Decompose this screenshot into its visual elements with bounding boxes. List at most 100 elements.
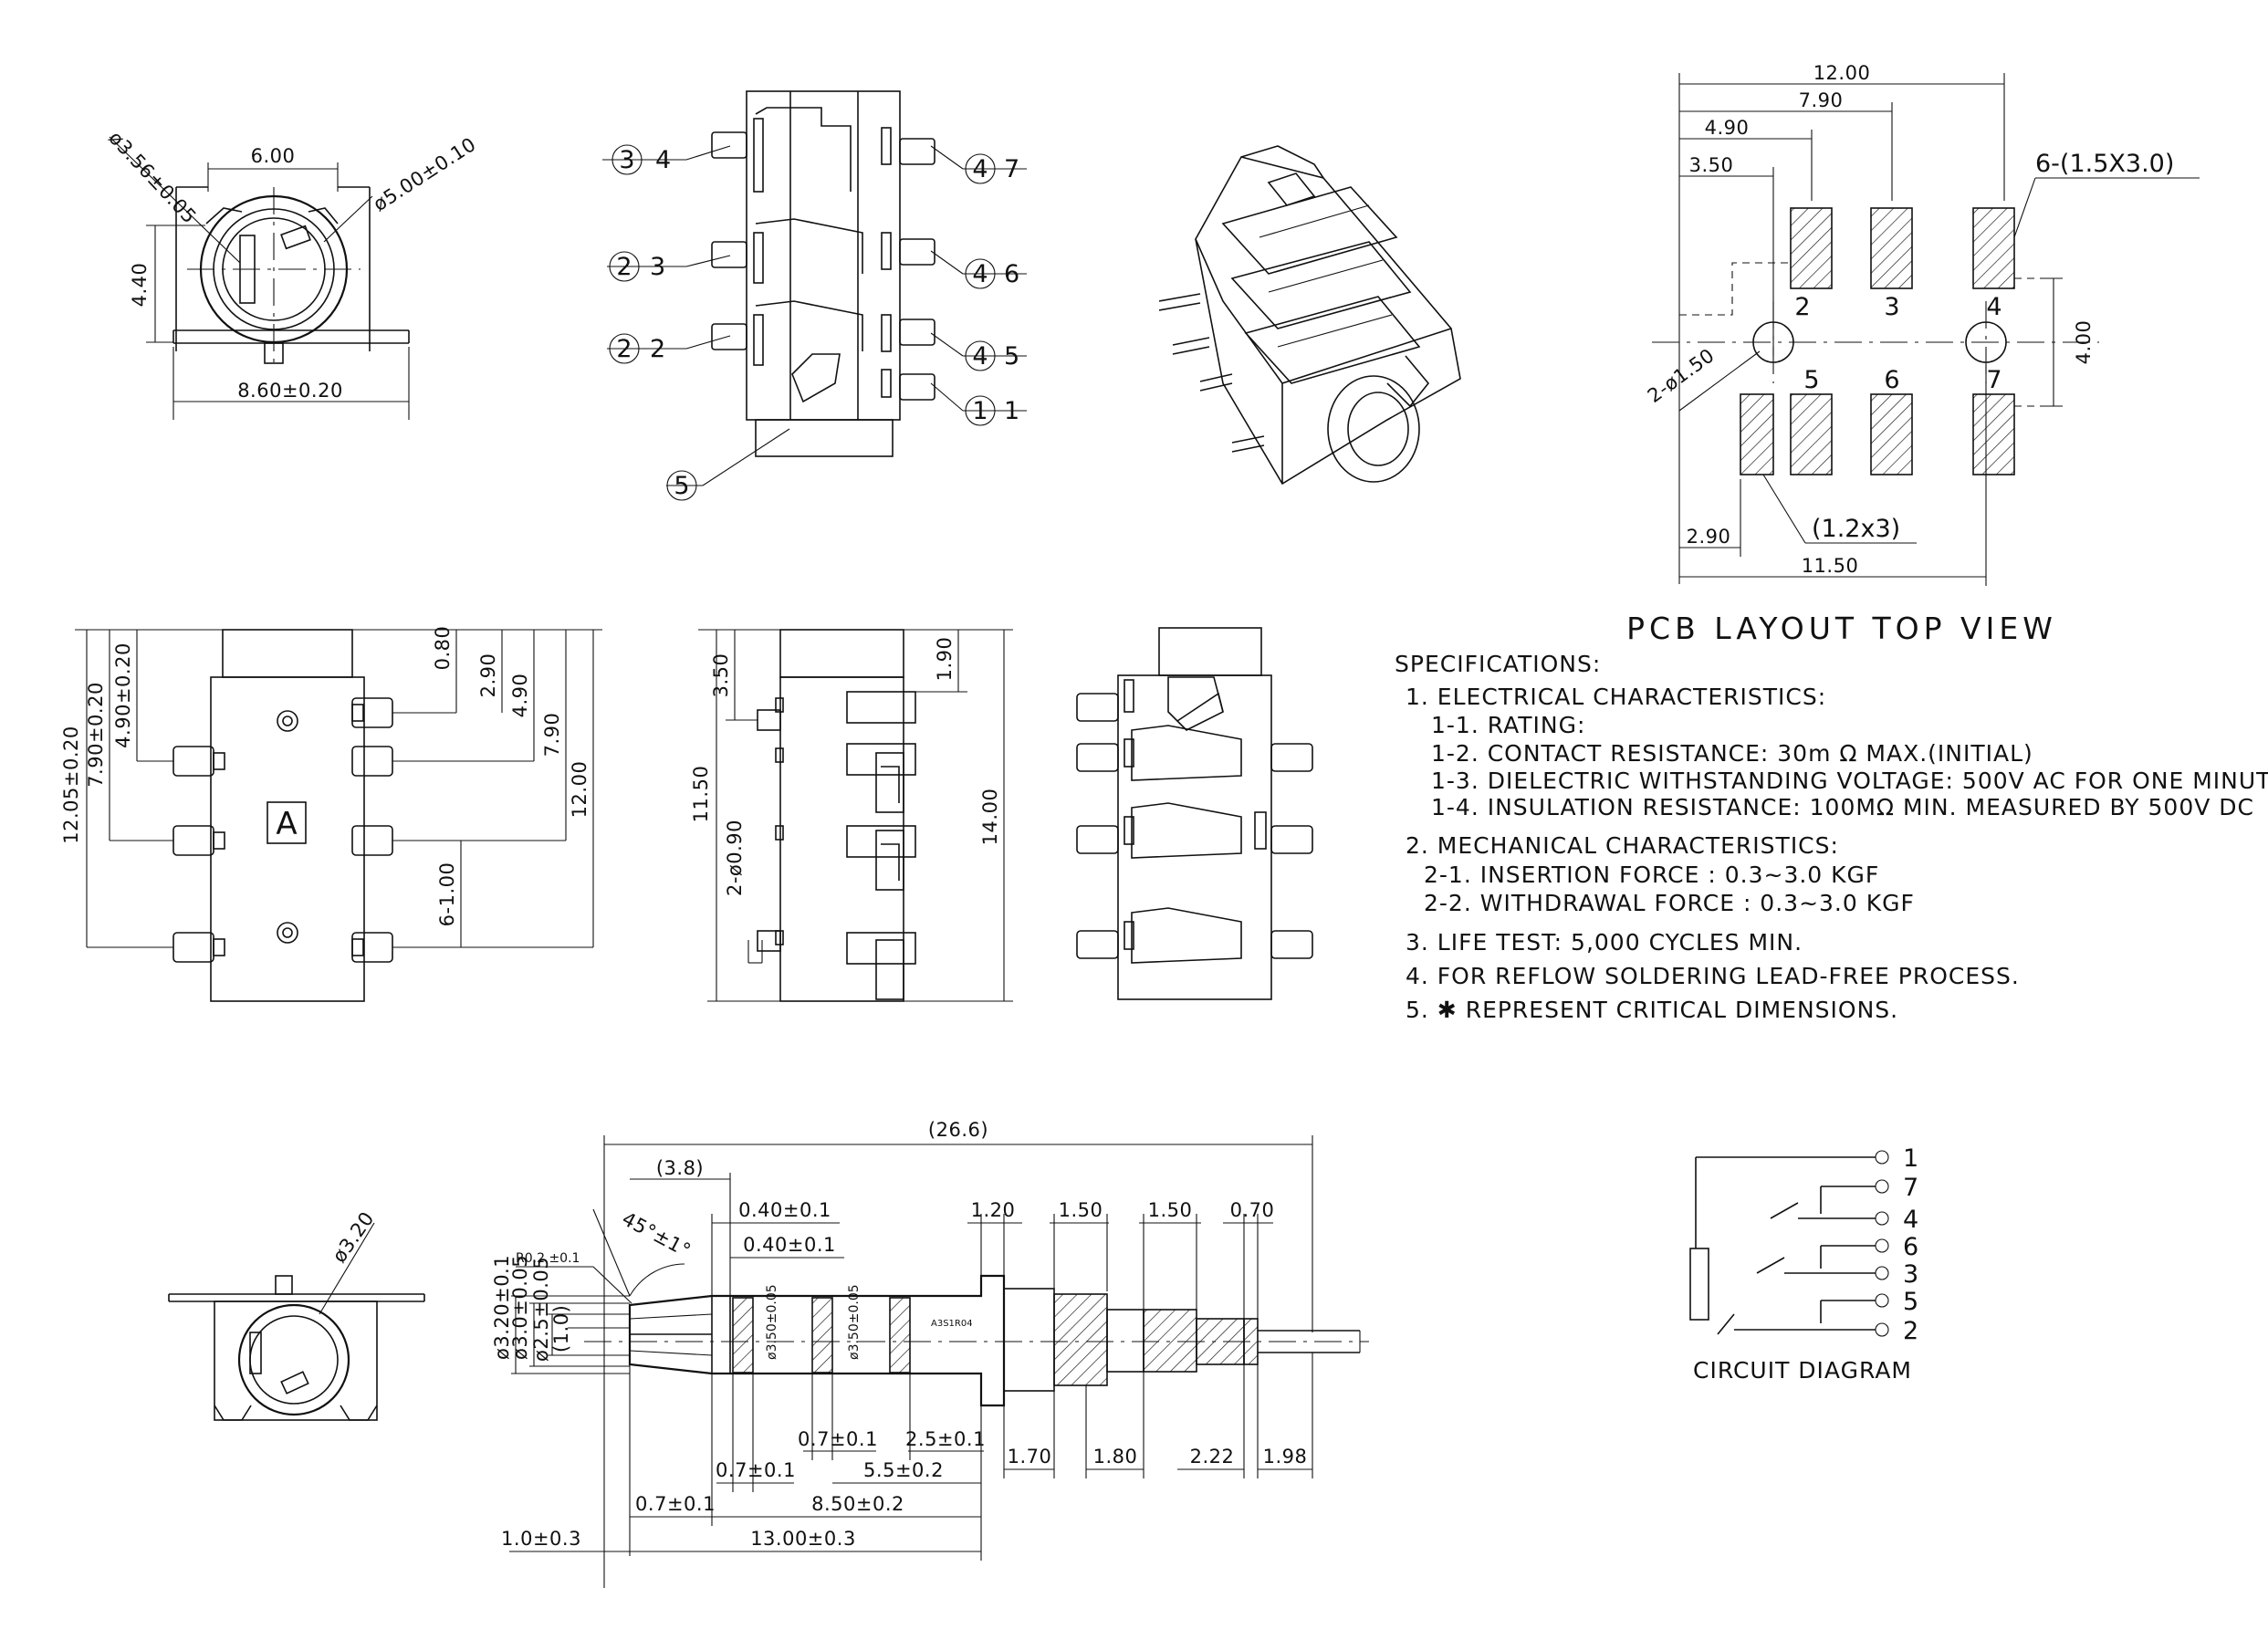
spec-line: 2-2. WITHDRAWAL FORCE : 0.3~3.0 KGF xyxy=(1424,890,1915,916)
mid-dim-1400: 14.00 xyxy=(979,789,1001,846)
callout-num: 7 xyxy=(1004,155,1019,183)
spec-heading: SPECIFICATIONS: xyxy=(1395,651,1601,677)
circuit-pin-3: 3 xyxy=(1903,1260,1918,1289)
side-dim-6x1: 6-1.00 xyxy=(436,862,458,927)
callout-num: 3 xyxy=(650,253,665,281)
spec-line: 5. ✱ REPRESENT CRITICAL DIMENSIONS. xyxy=(1406,997,1898,1023)
dim-base-width: 8.60±0.20 xyxy=(237,380,343,402)
pcb-dim-290: 2.90 xyxy=(1687,526,1731,548)
plug-dim-170: 1.70 xyxy=(1008,1446,1052,1468)
pcb-pad-large: 6-(1.5X3.0) xyxy=(2035,150,2174,178)
callout-num: 4 xyxy=(655,146,671,174)
plug-dim-1300: 13.00±0.3 xyxy=(750,1528,856,1550)
mid-dim-190: 1.90 xyxy=(934,637,956,682)
mid-dim-1150: 11.50 xyxy=(690,766,712,823)
dim-height: 4.40 xyxy=(129,263,151,308)
spec-line: 1-3. DIELECTRIC WITHSTANDING VOLTAGE: 50… xyxy=(1431,768,2268,794)
side-dim-790: 7.90±0.20 xyxy=(85,682,107,788)
callout-circle: 4 xyxy=(972,260,988,288)
plug-end-view: ø3.20 xyxy=(168,1207,425,1421)
pcb-dim-12: 12.00 xyxy=(1813,62,1871,84)
plug-angle: 45°±1° xyxy=(619,1207,695,1262)
isometric-view xyxy=(1158,145,1461,486)
circuit-title: CIRCUIT DIAGRAM xyxy=(1693,1357,1912,1384)
callout-circle: 2 xyxy=(616,253,632,281)
side-view: A 12.05±0.20 7.90±0.20 4.90±0.20 0.80 2.… xyxy=(60,626,602,1002)
side-dim-790b: 7.90 xyxy=(541,713,563,757)
dim-hole-large: ø5.00±0.10 xyxy=(370,133,480,215)
plug-dia-350b: ø3.50±0.05 xyxy=(847,1284,862,1360)
plug-dia-350a: ø3.50±0.05 xyxy=(765,1284,779,1360)
plug-dia-25: ø2.5±0.05 xyxy=(530,1257,552,1362)
plug-dim-850: 8.50±0.2 xyxy=(811,1493,904,1515)
pcb-pin-5: 5 xyxy=(1803,366,1819,394)
callout-circle: 3 xyxy=(619,146,634,174)
pcb-pin-3: 3 xyxy=(1884,293,1899,321)
plug-dim-10: 1.0±0.3 xyxy=(501,1528,581,1550)
circuit-pin-1: 1 xyxy=(1903,1144,1918,1173)
side-dim-490b: 4.90 xyxy=(509,674,531,718)
plug-dim-07a: 0.7±0.1 xyxy=(798,1428,878,1450)
plug-dia-30: ø3.0±0.05 xyxy=(509,1255,531,1360)
plug-tiny-label: A3S1R04 xyxy=(931,1319,973,1329)
pcb-pin-6: 6 xyxy=(1884,366,1899,394)
callout-num: 5 xyxy=(1004,342,1019,371)
middle-view: 11.50 3.50 1.90 14.00 2-ø0.90 xyxy=(690,629,1013,1002)
plug-dim-07b: 0.7±0.1 xyxy=(716,1459,796,1481)
dim-width-top: 6.00 xyxy=(251,145,296,167)
circuit-pin-4: 4 xyxy=(1903,1206,1918,1234)
plug-radius: R0.2 ±0.1 xyxy=(516,1251,580,1266)
part-badge: A xyxy=(276,806,297,842)
circuit-diagram: 1 7 4 6 3 5 2 CIRCUIT DIAGRAM xyxy=(1689,1144,1918,1384)
plug-dim-overall: (26.6) xyxy=(928,1119,988,1141)
plug-dim-070: 0.70 xyxy=(1230,1199,1275,1221)
plug-dim-55: 5.5±0.2 xyxy=(863,1459,944,1481)
plug-dim-040a: 0.40±0.1 xyxy=(738,1199,831,1221)
pcb-dim-400: 4.00 xyxy=(2073,320,2095,365)
right-view xyxy=(1076,627,1313,1000)
front-view: 6.00 4.40 8.60±0.20 ø3.56±0.05 ø5.00±0.1… xyxy=(104,127,480,420)
spec-line: 4. FOR REFLOW SOLDERING LEAD-FREE PROCES… xyxy=(1406,963,2020,989)
plug-dim-38: (3.8) xyxy=(656,1157,704,1179)
plug-dim-198: 1.98 xyxy=(1263,1446,1308,1468)
spec-line: 1. ELECTRICAL CHARACTERISTICS: xyxy=(1406,684,1826,710)
circuit-pin-2: 2 xyxy=(1903,1317,1918,1345)
side-dim-290: 2.90 xyxy=(477,653,499,698)
side-dim-1205: 12.05±0.20 xyxy=(60,726,82,843)
pcb-pin-7: 7 xyxy=(1986,366,2001,394)
circuit-pin-7: 7 xyxy=(1903,1174,1918,1202)
plug-dim-222: 2.22 xyxy=(1190,1446,1235,1468)
pcb-dim-790: 7.90 xyxy=(1799,89,1844,111)
spec-line: 2-1. INSERTION FORCE : 0.3~3.0 KGF xyxy=(1424,862,1879,888)
pcb-dim-1150: 11.50 xyxy=(1802,555,1859,577)
plug-dim-150b: 1.50 xyxy=(1148,1199,1193,1221)
pcb-pad-small: (1.2x3) xyxy=(1812,515,1900,543)
callout-circle: 4 xyxy=(972,342,988,371)
specifications: SPECIFICATIONS: 1. ELECTRICAL CHARACTERI… xyxy=(1395,651,2268,1023)
callout-circle: 4 xyxy=(972,155,988,183)
callout-num: 6 xyxy=(1004,260,1019,288)
plug-dia-10: (1.0) xyxy=(550,1305,572,1353)
pcb-pin-2: 2 xyxy=(1794,293,1810,321)
pcb-dim-490: 4.90 xyxy=(1705,117,1750,139)
mid-dim-090: 2-ø0.90 xyxy=(724,820,746,896)
spec-line: 1-4. INSULATION RESISTANCE: 100MΩ MIN. M… xyxy=(1431,794,2254,820)
pcb-hole: 2-ø1.50 xyxy=(1644,344,1719,407)
pcb-pin-4: 4 xyxy=(1986,293,2001,321)
plug-dim-25: 2.5±0.1 xyxy=(905,1428,986,1450)
plug-profile: ø3.50±0.05 ø3.50±0.05 A3S1R04 (26.6) (3.… xyxy=(491,1119,1369,1588)
side-dim-080: 0.80 xyxy=(432,626,454,671)
plug-dim-180: 1.80 xyxy=(1093,1446,1138,1468)
side-dim-490: 4.90±0.20 xyxy=(112,642,134,748)
circuit-pin-6: 6 xyxy=(1903,1233,1918,1261)
plug-dim-040b: 0.40±0.1 xyxy=(743,1234,836,1256)
plug-dim-07c: 0.7±0.1 xyxy=(635,1493,716,1515)
mid-dim-350: 3.50 xyxy=(710,653,732,698)
circuit-pin-5: 5 xyxy=(1903,1288,1918,1316)
spec-line: 2. MECHANICAL CHARACTERISTICS: xyxy=(1406,832,1839,859)
dim-hole-small: ø3.56±0.05 xyxy=(104,127,201,228)
pcb-layout: 12.00 7.90 4.90 3.50 2 3 4 5 6 7 6-(1.5X… xyxy=(1626,62,2200,646)
plug-dia-320: ø3.20±0.1 xyxy=(491,1255,513,1360)
top-view: 3 4 2 3 2 2 5 4 7 4 6 4 5 1 1 xyxy=(602,90,1027,501)
